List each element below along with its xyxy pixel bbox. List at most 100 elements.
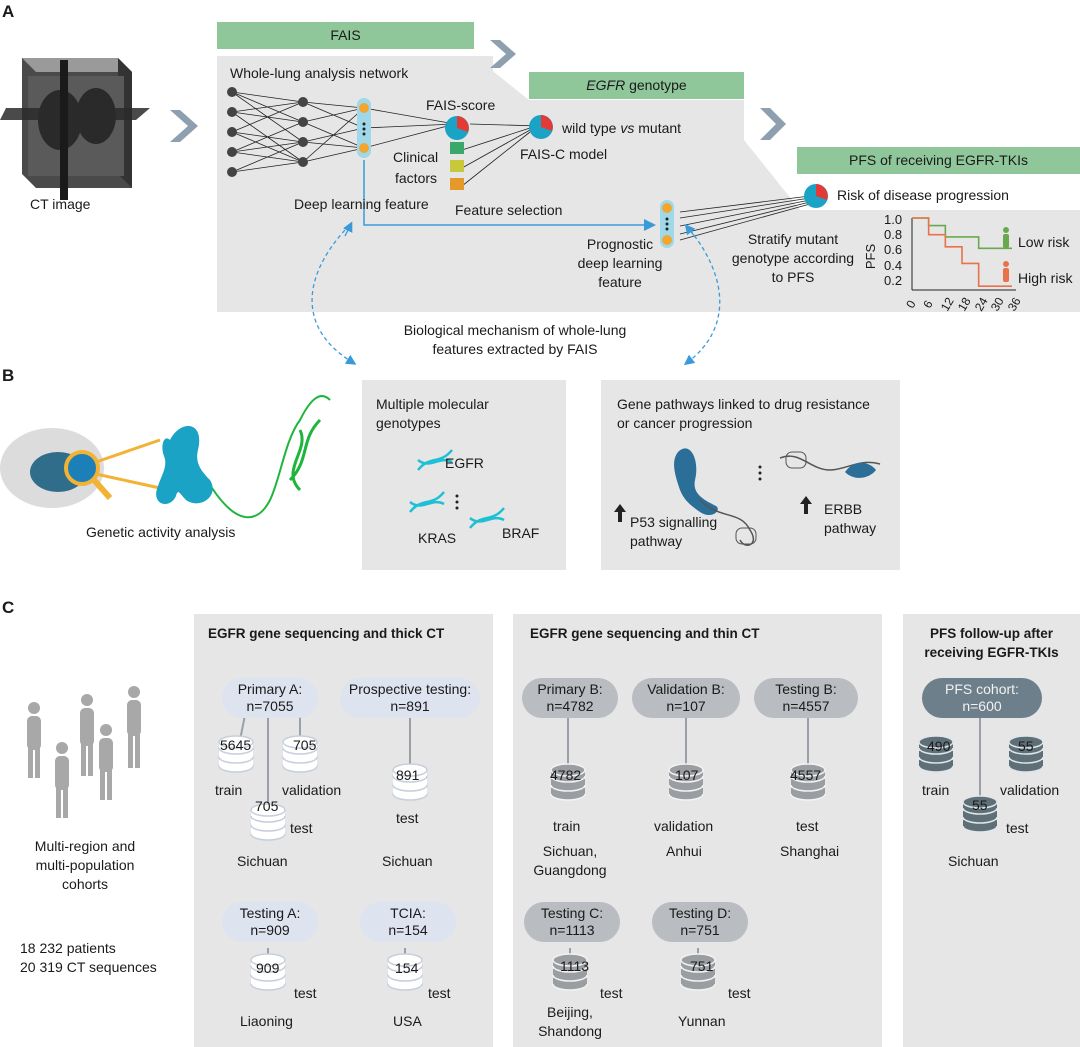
tcia-test-label: test xyxy=(428,985,451,1001)
testing-b-pill: Testing B:n=4557 xyxy=(754,678,858,718)
pathway-label-2: or cancer progression xyxy=(617,415,753,431)
tcia-line1: TCIA: xyxy=(390,905,426,921)
wild-type-text: wild type xyxy=(562,120,621,136)
kras-gene-label: KRAS xyxy=(418,530,457,546)
pfs-header: PFS of receiving EGFR-TKIs xyxy=(797,147,1080,174)
panel-letter-b: B xyxy=(2,366,15,385)
tcia-count: 154 xyxy=(395,960,419,976)
prognostic-label-2: deep learning xyxy=(577,255,663,271)
testing-a-line2: n=909 xyxy=(250,922,290,938)
testing-b-line2: n=4557 xyxy=(782,698,830,714)
stratify-label-2: genotype according xyxy=(731,250,855,266)
pa-train-label: train xyxy=(215,782,243,798)
cohorts-label-1: Multi-region and xyxy=(34,838,136,854)
pa-test-count: 705 xyxy=(255,798,279,814)
database-icon xyxy=(680,953,716,991)
testing-c-count: 1113 xyxy=(560,958,590,974)
tcia-line2: n=154 xyxy=(388,922,428,938)
whole-lung-label: Whole-lung analysis network xyxy=(230,65,409,81)
biological-label-1: Biological mechanism of whole-lung xyxy=(403,322,627,338)
testing-c-line1: Testing C: xyxy=(540,905,604,921)
panel-letter-a: A xyxy=(2,2,15,21)
testing-d-pill: Testing D:n=751 xyxy=(652,902,748,942)
database-icon xyxy=(387,953,423,991)
testing-d-line2: n=751 xyxy=(680,922,720,938)
pfs-train-count: 490 xyxy=(927,738,951,754)
erbb-label-1: ERBB xyxy=(824,501,863,517)
beijing-label-1: Beijing, xyxy=(547,1004,593,1020)
testing-b-test-label: test xyxy=(796,818,819,834)
egfr-genotype-header: EGFR genotype xyxy=(529,72,744,99)
primary-a-line1: Primary A: xyxy=(237,681,303,697)
testing-b-line1: Testing B: xyxy=(775,681,837,697)
testing-a-count: 909 xyxy=(256,960,280,976)
people-silhouettes xyxy=(27,686,141,818)
cohorts-label-3: cohorts xyxy=(62,876,108,892)
genetic-activity-label: Genetic activity analysis xyxy=(86,524,236,540)
prognostic-label-3: feature xyxy=(598,274,642,290)
risk-label: Risk of disease progression xyxy=(837,187,1009,203)
database-icon xyxy=(918,735,954,773)
database-icon xyxy=(282,735,318,773)
high-risk-label: High risk xyxy=(1018,270,1073,286)
clinical-label-2: factors xyxy=(395,170,438,186)
database-icon xyxy=(392,763,428,801)
km-ytick-1: 1.0 xyxy=(884,212,903,227)
molecular-label-2: genotypes xyxy=(376,415,441,431)
database-icon xyxy=(962,795,998,833)
wild-type-label: wild type vs mutant xyxy=(562,120,681,137)
tcia-pill: TCIA:n=154 xyxy=(360,902,456,942)
km-chart-axes xyxy=(911,218,1016,291)
prospective-sichuan-label: Sichuan xyxy=(382,853,433,869)
testing-a-pill: Testing A:n=909 xyxy=(222,902,318,942)
pfs-followup-title-2: receiving EGFR-TKIs xyxy=(924,645,1059,660)
sichuan-gd-label-2: Guangdong xyxy=(533,862,607,878)
pfs-validation-label: validation xyxy=(1000,782,1060,798)
fais-c-label: FAIS-C model xyxy=(520,146,608,162)
stratify-label-1: Stratify mutant xyxy=(747,231,839,247)
yunnan-label: Yunnan xyxy=(678,1013,726,1029)
km-ytick-5: 0.2 xyxy=(884,273,903,288)
pfs-validation-count: 55 xyxy=(1018,738,1034,754)
primary-b-line1: Primary B: xyxy=(537,681,603,697)
primary-b-pill: Primary B:n=4782 xyxy=(522,678,618,718)
primary-b-line2: n=4782 xyxy=(546,698,594,714)
validation-b-label: validation xyxy=(654,818,714,834)
pa-train-count: 5645 xyxy=(220,737,252,753)
database-icon xyxy=(218,735,254,773)
sequences-label: 20 319 CT sequences xyxy=(20,959,157,975)
primary-a-line2: n=7055 xyxy=(246,698,294,714)
egfr-italic: EGFR xyxy=(586,77,626,93)
primary-a-pill: Primary A:n=7055 xyxy=(222,678,318,718)
anhui-label: Anhui xyxy=(666,843,702,859)
shanghai-label: Shanghai xyxy=(780,843,840,859)
braf-gene-label: BRAF xyxy=(502,525,540,541)
egfr-gene-label: EGFR xyxy=(445,455,484,471)
database-icon xyxy=(250,803,286,841)
cohorts-label-2: multi-population xyxy=(35,857,135,873)
testing-d-test-label: test xyxy=(728,985,751,1001)
testing-a-line1: Testing A: xyxy=(239,905,301,921)
prospective-test-label: test xyxy=(396,810,419,826)
beijing-label-2: Shandong xyxy=(538,1023,602,1039)
deep-feature-label: Deep learning feature xyxy=(294,196,429,212)
fais-score-label: FAIS-score xyxy=(426,97,496,113)
thin-ct-title: EGFR gene sequencing and thin CT xyxy=(530,626,760,641)
mutant-text: mutant xyxy=(634,120,682,136)
usa-label: USA xyxy=(393,1013,422,1029)
pfs-test-label: test xyxy=(1006,820,1029,836)
km-ytick-3: 0.6 xyxy=(884,242,903,257)
pa-validation-count: 705 xyxy=(293,737,317,753)
molecular-label-1: Multiple molecular xyxy=(376,396,489,412)
feature-selection-label: Feature selection xyxy=(455,202,563,218)
biological-label-2: features extracted by FAIS xyxy=(432,341,598,357)
prospective-line2: n=891 xyxy=(390,698,430,714)
prognostic-label-1: Prognostic xyxy=(586,236,654,252)
sichuan-gd-label-1: Sichuan, xyxy=(542,843,598,859)
primary-b-count: 4782 xyxy=(550,767,582,783)
database-icon xyxy=(668,763,704,801)
ct-image-icon xyxy=(0,58,150,200)
validation-b-line2: n=107 xyxy=(666,698,706,714)
pa-validation-label: validation xyxy=(282,782,342,798)
thick-ct-title: EGFR gene sequencing and thick CT xyxy=(208,626,445,641)
